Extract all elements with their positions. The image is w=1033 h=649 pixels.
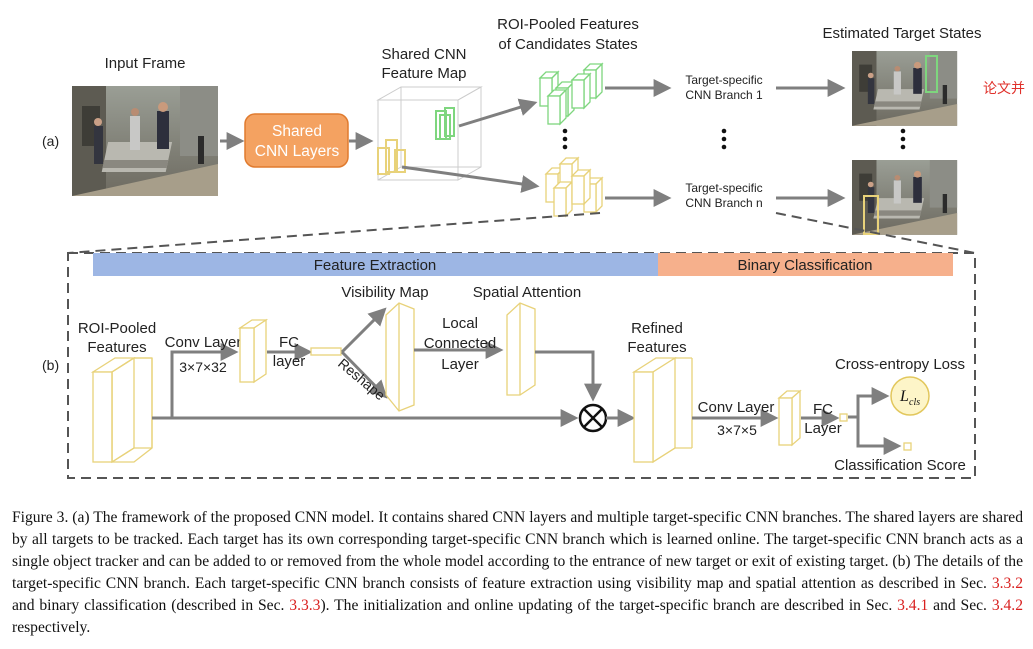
branch-n-line2: CNN Branch n [685, 196, 762, 210]
refined-features-line2: Features [627, 339, 686, 356]
roi-green-cuboids [538, 62, 604, 126]
loss-node: L cls [890, 376, 930, 416]
caption-ref-2[interactable]: 3.3.3 [289, 597, 321, 614]
feature-map-title-line2: Feature Map [381, 65, 466, 82]
roi-pooled-line2: Features [87, 339, 146, 356]
fc-2-line2: Layer [804, 420, 842, 437]
shared-cnn-feature-map-cube [376, 86, 483, 181]
panel-b-label: (b) [42, 357, 59, 373]
branch-dots [721, 128, 727, 150]
side-note: 论文并 [983, 81, 1025, 97]
roi-title-line2: of Candidates States [498, 36, 637, 53]
caption-ref-1[interactable]: 3.3.2 [991, 575, 1023, 592]
feature-extraction-label: Feature Extraction [314, 257, 437, 274]
roi-pooled-line1: ROI-Pooled [78, 320, 156, 337]
local-connected-line3: Layer [441, 356, 479, 373]
panel-a-label: (a) [42, 133, 59, 149]
refined-features-cuboid [631, 356, 693, 464]
shared-cnn-layers-line2: CNN Layers [255, 143, 340, 160]
spatial-attention-title: Spatial Attention [473, 284, 581, 301]
caption-text-5: respectively. [12, 619, 91, 636]
visibility-map-plane [385, 302, 415, 412]
caption-text-3: ). The initialization and online updatin… [320, 597, 898, 614]
figure-diagram: (a) Input Frame Shared CNN Layers Shared… [42, 16, 982, 479]
estimated-frame-bottom [852, 160, 958, 235]
caption-text-1: Figure 3. (a) The framework of the propo… [12, 509, 1023, 592]
shared-cnn-layers-line1: Shared [272, 123, 322, 140]
conv2-cuboid [777, 389, 802, 447]
multiply-icon [578, 403, 608, 433]
input-frame-image [72, 86, 218, 196]
caption-text-4: and Sec. [928, 597, 992, 614]
feature-map-yellow-roi [377, 139, 406, 175]
conv-layer-1: Conv Layer [165, 334, 242, 351]
conv-size-2: 3×7×5 [717, 422, 757, 438]
branch-1-line2: CNN Branch 1 [685, 88, 763, 102]
classification-score-label: Classification Score [834, 457, 966, 474]
fc-vector [310, 347, 342, 356]
spatial-attention-plane [506, 302, 536, 396]
caption-text-2: and binary classification (described in … [12, 597, 290, 614]
reshape-label: Reshape [335, 355, 388, 403]
visibility-map-title: Visibility Map [341, 284, 428, 301]
refined-features-line1: Refined [631, 320, 683, 337]
fc-2-line1: FC [813, 401, 833, 418]
local-connected-line2: Connected [424, 335, 497, 352]
fc-1-line2: layer [273, 353, 306, 370]
binary-classification-label: Binary Classification [737, 257, 872, 274]
loss-title: Cross-entropy Loss [835, 356, 965, 373]
binary-classification-bar [658, 253, 953, 276]
feature-map-green-roi [435, 107, 455, 140]
branch-1-line1: Target-specific [685, 73, 762, 87]
loss-subscript: cls [909, 397, 920, 408]
estimated-box-green [925, 55, 938, 93]
estimated-title: Estimated Target States [823, 25, 982, 42]
estimated-frame-top [852, 51, 958, 126]
roi-title-line1: ROI-Pooled Features [497, 16, 639, 33]
roi-yellow-cuboids [544, 156, 604, 218]
loss-symbol: L [899, 388, 909, 405]
local-connected-line1: Local [442, 315, 478, 332]
feature-map-title-line1: Shared CNN [381, 46, 466, 63]
feature-extraction-bar [93, 253, 658, 276]
roi-dots-top [562, 128, 568, 150]
estimated-box-yellow [863, 195, 879, 235]
conv-size-1: 3×7×32 [179, 359, 227, 375]
classification-score-box [903, 442, 912, 451]
conv-layer-2: Conv Layer [698, 399, 775, 416]
input-frame-title: Input Frame [105, 55, 186, 72]
shared-cnn-layers-box [244, 113, 349, 168]
branch-n-line1: Target-specific [685, 181, 762, 195]
roi-pooled-cuboid [90, 356, 153, 464]
estimated-dots [900, 128, 906, 150]
caption-ref-3[interactable]: 3.4.1 [897, 597, 929, 614]
conv1-cuboid [237, 318, 269, 384]
figure-caption: Figure 3. (a) The framework of the propo… [12, 507, 1023, 639]
caption-ref-4[interactable]: 3.4.2 [991, 597, 1023, 614]
fc-1-line1: FC [279, 334, 299, 351]
fc-2-output [839, 413, 848, 422]
